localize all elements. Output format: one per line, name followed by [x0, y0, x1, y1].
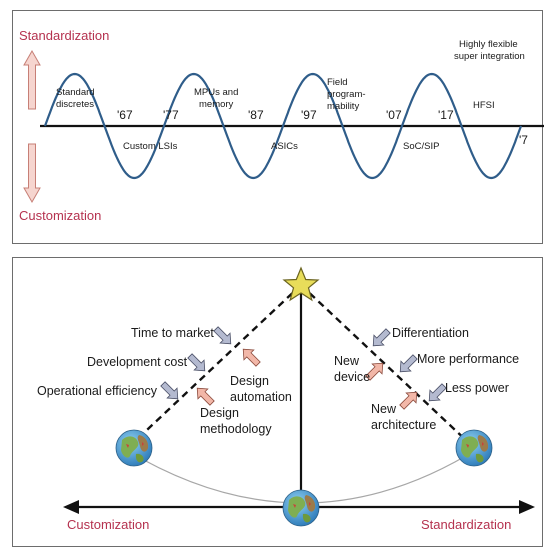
left-driver-arrows [196, 348, 261, 406]
trough-label: SoC/SIP [403, 141, 439, 152]
year-label: '17 [438, 108, 454, 122]
arrow-icon [187, 353, 206, 372]
driver-label: architecture [371, 418, 436, 432]
arrow-icon [372, 328, 391, 347]
driver-label: Design [200, 406, 239, 420]
driver-label: automation [230, 390, 292, 404]
trough-label: Custom LSIs [123, 141, 178, 152]
factor-label: Differentiation [392, 326, 469, 340]
factor-label: Less power [445, 381, 509, 395]
trough-label: ASICs [271, 141, 298, 152]
driver-label: New [334, 354, 360, 368]
factor-label: Time to market [131, 326, 214, 340]
driver-label: Design [230, 374, 269, 388]
star-icon [282, 266, 320, 302]
tradeoff-diagram: Time to market Development cost Operatio… [37, 266, 535, 532]
cycle-diagram: Standardization Customization '67 '77 '8… [19, 28, 544, 223]
peak-label: HFSI [473, 100, 495, 111]
globe-icon [282, 489, 320, 527]
driver-label: methodology [200, 422, 272, 436]
year-label: '97 [301, 108, 317, 122]
peak-label: mability [327, 101, 359, 112]
standardization-axis-label: Standardization [421, 517, 511, 532]
year-label: '77 [163, 108, 179, 122]
driver-label: New [371, 402, 397, 416]
driver-label: device [334, 370, 370, 384]
arrow-icon [242, 348, 261, 367]
arrow-icon [160, 381, 179, 400]
year-label: '67 [117, 108, 133, 122]
cycle-wave [43, 72, 523, 180]
peak-label: Field [327, 77, 348, 88]
right-dashed-edge [300, 284, 471, 445]
arrow-icon [399, 354, 418, 373]
factor-label: More performance [417, 352, 519, 366]
globe-icon [455, 429, 493, 467]
right-factor-arrows [372, 328, 447, 402]
year-label: '07 [386, 108, 402, 122]
year-label: '87 [248, 108, 264, 122]
peak-caption: super integration [454, 51, 525, 62]
standardization-label: Standardization [19, 28, 109, 43]
tradeoff-panel: Time to market Development cost Operatio… [12, 257, 543, 547]
peak-label: memory [199, 99, 234, 110]
year-label: '7 [519, 133, 528, 147]
arrow-icon [365, 362, 384, 381]
factor-label: Operational efficiency [37, 384, 158, 398]
peak-label: program- [327, 89, 366, 100]
right-driver-arrows [365, 362, 418, 410]
peak-label: MPUs and [194, 87, 238, 98]
peak-label: Standard [56, 87, 95, 98]
left-factor-arrows [160, 326, 232, 400]
globe-icon [115, 429, 153, 467]
left-dashed-edge [131, 284, 302, 445]
history-panel: Standardization Customization '67 '77 '8… [12, 10, 544, 244]
vertical-double-arrow-icon [23, 49, 41, 204]
arrow-icon [399, 391, 418, 410]
year-labels: '67 '77 '87 '97 '07 '17 '7 [117, 108, 528, 147]
arrow-icon [196, 387, 215, 406]
peak-labels: Standard discretes MPUs and memory Field… [56, 39, 525, 112]
peak-caption: Highly flexible [459, 39, 518, 50]
trough-labels: Custom LSIs ASICs SoC/SIP [123, 141, 439, 152]
factor-label: Development cost [87, 355, 188, 369]
customization-axis-label: Customization [67, 517, 149, 532]
arrow-icon [428, 383, 447, 402]
peak-label: discretes [56, 99, 94, 110]
arrow-icon [213, 326, 232, 345]
customization-label: Customization [19, 208, 101, 223]
